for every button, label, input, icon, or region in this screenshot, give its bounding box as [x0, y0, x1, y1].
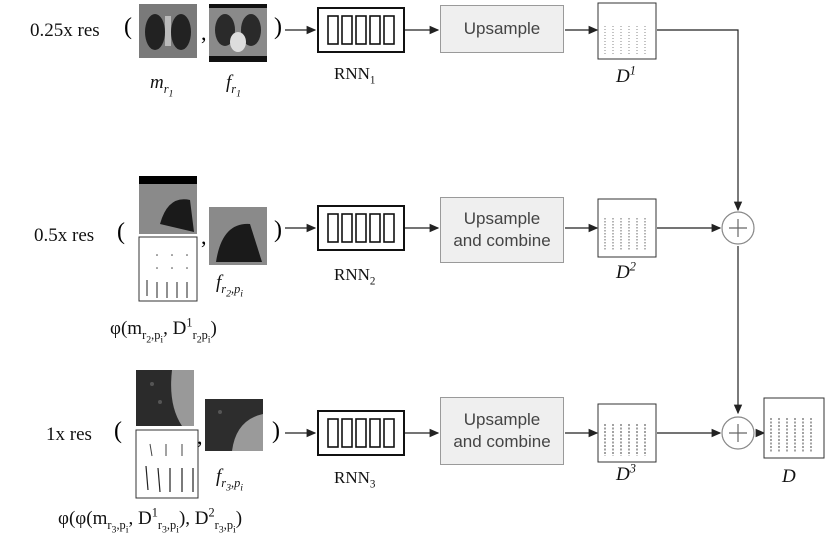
row-2-open-paren: ( [117, 219, 125, 245]
warped-field-thumb-2 [138, 236, 198, 302]
row-1-comma: , [201, 20, 207, 45]
fixed-image-label-2: fr2,pi [216, 272, 244, 300]
deformation-label-d3: D3 [616, 461, 636, 485]
combine-node-1 [721, 211, 755, 245]
final-deformation-label: D [782, 466, 796, 487]
row-2-close-paren: ) [274, 217, 282, 243]
rnn-label-3: RNN3 [334, 468, 376, 491]
moving-image-thumb-1 [139, 4, 197, 58]
moving-image-thumb-2 [139, 176, 197, 234]
row-2-resolution-label: 0.5x res [34, 225, 95, 246]
upsample-box-1: Upsample [440, 5, 564, 53]
rnn-block-1 [317, 7, 405, 53]
row-3-open-paren: ( [114, 418, 122, 444]
row-3-resolution-label: 1x res [46, 424, 92, 445]
rnn-label-1: RNN1 [334, 64, 376, 87]
rnn-label-2: RNN2 [334, 265, 376, 288]
deformation-field-d2 [597, 198, 657, 258]
deformation-field-d3 [597, 403, 657, 463]
fixed-image-thumb-2 [209, 207, 267, 265]
fixed-image-label-1: fr1 [226, 72, 242, 100]
row-3-comma: , [197, 424, 203, 449]
rnn-block-3 [317, 410, 405, 456]
warp-expression-2: φ(mr2,pi, D1r2pi) [110, 315, 217, 346]
fixed-image-label-3: fr3,pi [216, 466, 244, 494]
warp-expression-3: φ(φ(mr3,pi, D1r3,pi), D2r3,pi) [58, 505, 243, 536]
row-1-close-paren: ) [274, 14, 282, 40]
moving-image-thumb-3 [136, 370, 194, 426]
deformation-label-d2: D2 [616, 259, 636, 283]
row-3-close-paren: ) [272, 418, 280, 444]
warped-field-thumb-3 [135, 429, 199, 499]
rnn-block-2 [317, 205, 405, 251]
fixed-image-thumb-1 [209, 4, 267, 62]
moving-image-label-1: mr1 [150, 72, 174, 100]
arrow-d1-to-combine-1 [657, 29, 743, 212]
combine-node-2 [721, 416, 755, 450]
fixed-image-thumb-3 [205, 399, 263, 451]
deformation-field-final [763, 397, 825, 459]
deformation-field-d1 [597, 2, 657, 60]
row-1-resolution-label: 0.25x res [30, 20, 100, 41]
deformation-label-d1: D1 [616, 63, 636, 87]
row-2-comma: , [201, 224, 207, 249]
row-1-open-paren: ( [124, 14, 132, 40]
